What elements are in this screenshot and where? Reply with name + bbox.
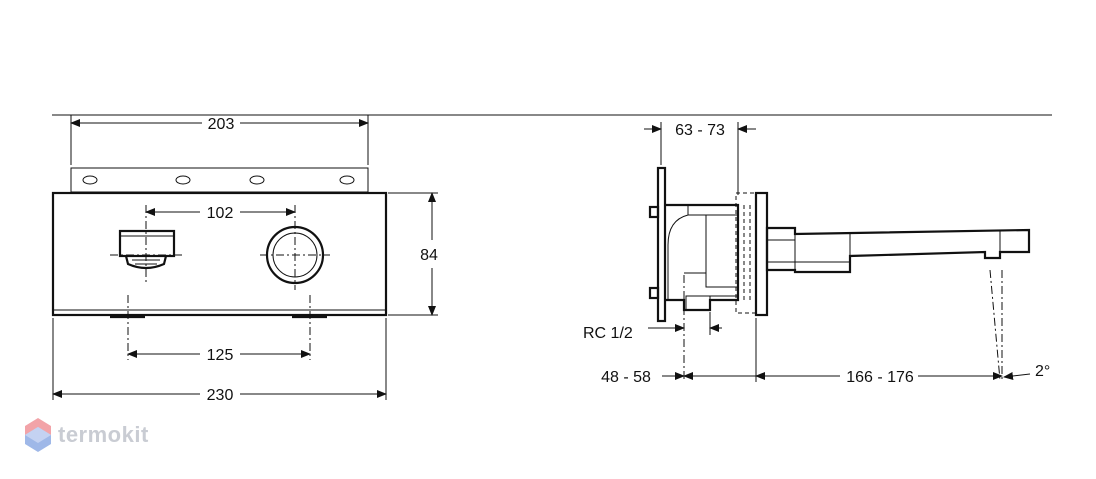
dim-overall-width: 230	[207, 387, 234, 404]
dim-thread: RC 1/2	[583, 325, 633, 342]
lever-handle	[118, 229, 176, 270]
side-view: 63 - 73 RC 1/2 48 - 58 166 - 176 2°	[583, 122, 1050, 386]
mounting-plate	[70, 167, 369, 193]
dim-angle: 2°	[1035, 363, 1050, 380]
dim-top-width: 203	[208, 116, 235, 133]
mounting-slot	[339, 175, 355, 185]
dim-inlet-centers: 125	[207, 347, 234, 364]
dim-height: 84	[420, 247, 438, 264]
front-view: 203 102 84 125 230	[51, 115, 438, 404]
mounting-slot	[82, 175, 98, 185]
dim-handle-centers: 102	[207, 205, 234, 222]
cover-plate	[51, 191, 388, 317]
dim-inlet-offset: 48 - 58	[601, 369, 651, 386]
brand-logo: termokit	[24, 415, 149, 455]
brand-name: termokit	[58, 422, 149, 447]
dim-wall-depth: 63 - 73	[675, 122, 725, 139]
dim-spout-reach: 166 - 176	[846, 369, 914, 386]
hexagon-logo-icon	[25, 418, 51, 452]
mounting-slot	[175, 175, 191, 185]
mounting-slot	[249, 175, 265, 185]
